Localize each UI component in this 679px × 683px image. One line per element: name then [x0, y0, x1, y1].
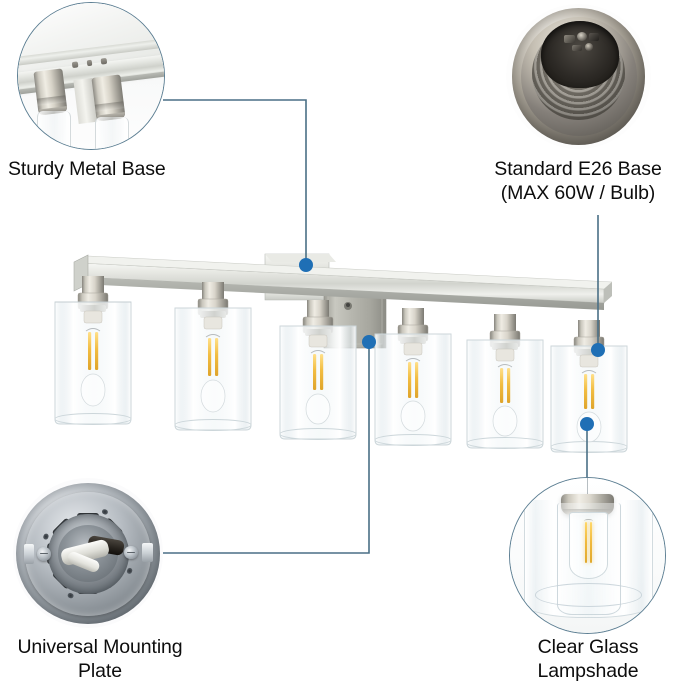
callout-label-standard-e26-base: Standard E26 Base (MAX 60W / Bulb)	[494, 158, 662, 204]
socket-left	[32, 68, 68, 116]
socket-contact-5	[584, 43, 594, 52]
glass-shade-closeup-photo	[510, 478, 665, 633]
mounting-plate-closeup-photo	[13, 478, 163, 628]
glass-base-ellipse	[534, 583, 643, 608]
lamp-1	[54, 276, 132, 425]
bulb-filament-bridge	[584, 518, 593, 523]
plate-hole	[101, 508, 109, 516]
lamp-2	[174, 282, 252, 431]
callout-image-universal-mounting-plate	[13, 478, 163, 628]
plate-tab-right	[142, 542, 153, 562]
callout-image-clear-glass-lampshade	[509, 477, 666, 634]
socket-contact-1	[564, 34, 576, 43]
callout-image-sturdy-metal-base	[17, 2, 165, 150]
glass-shade-right	[95, 116, 130, 149]
shade-stem	[586, 478, 589, 503]
callout-label-universal-mounting-plate: Universal Mounting Plate	[17, 636, 183, 682]
callout-label-sturdy-metal-base: Sturdy Metal Base	[8, 158, 166, 180]
plate-hole	[42, 533, 50, 541]
socket-contact-2	[576, 32, 587, 42]
bulb-filament-right	[589, 522, 593, 563]
socket-cavity	[540, 21, 620, 89]
lamp-5	[466, 314, 544, 449]
plate-hole	[126, 566, 134, 575]
plate-tab-left	[23, 544, 34, 564]
socket-contact-4	[572, 44, 582, 51]
metal-base-closeup-photo	[18, 3, 164, 149]
lamp-4	[374, 308, 452, 446]
mounting-screw-left	[37, 547, 51, 561]
lamp-6	[550, 320, 628, 453]
socket-right	[91, 74, 126, 122]
socket-contact-3	[589, 32, 599, 41]
e26-socket-closeup-photo	[506, 4, 651, 149]
plate-hole	[67, 591, 75, 600]
bulb-filament-left	[584, 522, 587, 563]
led-bulb	[568, 512, 609, 580]
mounting-screw-right	[124, 545, 138, 559]
callout-label-clear-glass-lampshade: Clear Glass Lampshade	[537, 636, 639, 682]
callout-image-standard-e26-base	[506, 4, 651, 149]
glass-shade-left	[36, 111, 72, 149]
